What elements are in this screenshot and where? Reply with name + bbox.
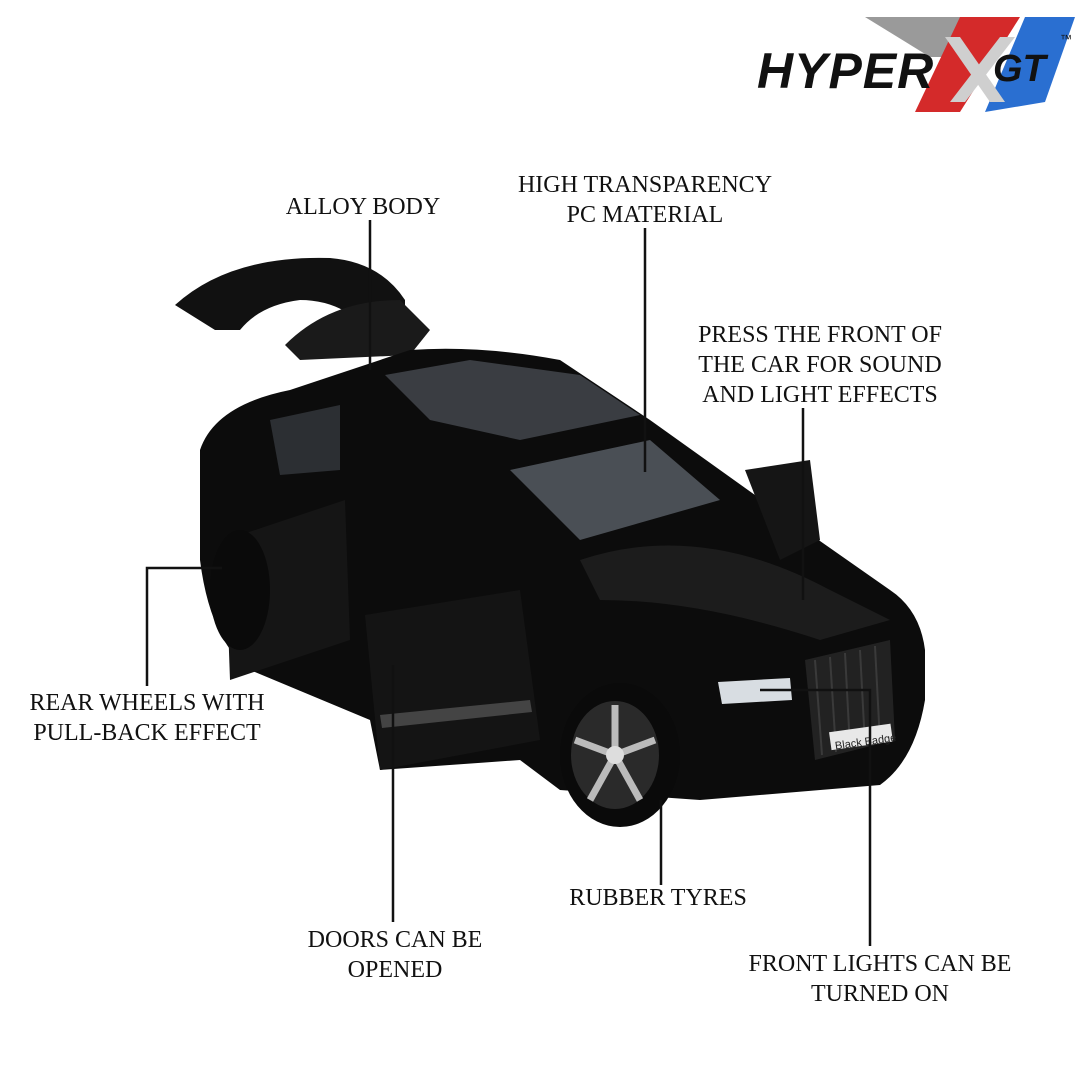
windshield [510,440,720,540]
callout-text: PRESS THE FRONT OF [698,322,942,348]
callout-transparency: HIGH TRANSPARENCY PC MATERIAL [518,170,772,230]
callout-text: HIGH TRANSPARENCY [517,172,773,198]
callout-front-lights: FRONT LIGHTS CAN BE TURNED ON [749,949,1012,1009]
callout-text: REAR WHEELS WITH [29,690,265,716]
callout-sound-light: PRESS THE FRONT OF THE CAR FOR SOUND AND… [698,320,942,410]
logo-graphic [865,17,1075,112]
callout-doors: DOORS CAN BE OPENED [308,925,483,985]
callout-text: FRONT LIGHTS CAN BE [748,951,1012,977]
callout-text: ALLOY BODY [285,194,441,220]
callout-text: OPENED [347,957,443,983]
sunroof [385,360,640,440]
brand-logo: HYPER GT ™ [755,12,1080,112]
license-plate [829,723,893,751]
callout-text: PULL-BACK EFFECT [33,720,261,746]
callout-rear-wheels: REAR WHEELS WITH PULL-BACK EFFECT [29,688,264,748]
leader-lines [145,220,872,946]
logo-wordmark: HYPER [757,43,935,99]
headlight [718,678,792,704]
callout-text: TURNED ON [810,981,949,1007]
leader-front-lights [760,688,872,946]
tailgate [175,257,405,345]
callout-alloy-body: ALLOY BODY [286,192,440,222]
logo-trademark: ™ [1060,32,1072,46]
callout-text: PC MATERIAL [566,202,724,228]
callout-text: RUBBER TYRES [569,885,747,911]
front-door [365,590,540,770]
callout-text: DOORS CAN BE [307,927,483,953]
callout-tyres: RUBBER TYRES [569,883,747,913]
rear-wheel [210,530,270,650]
logo-gt: GT [993,48,1046,90]
callout-text: AND LIGHT EFFECTS [702,382,938,408]
leader-rear-wheels [145,566,222,686]
callout-text: THE CAR FOR SOUND [698,352,942,378]
